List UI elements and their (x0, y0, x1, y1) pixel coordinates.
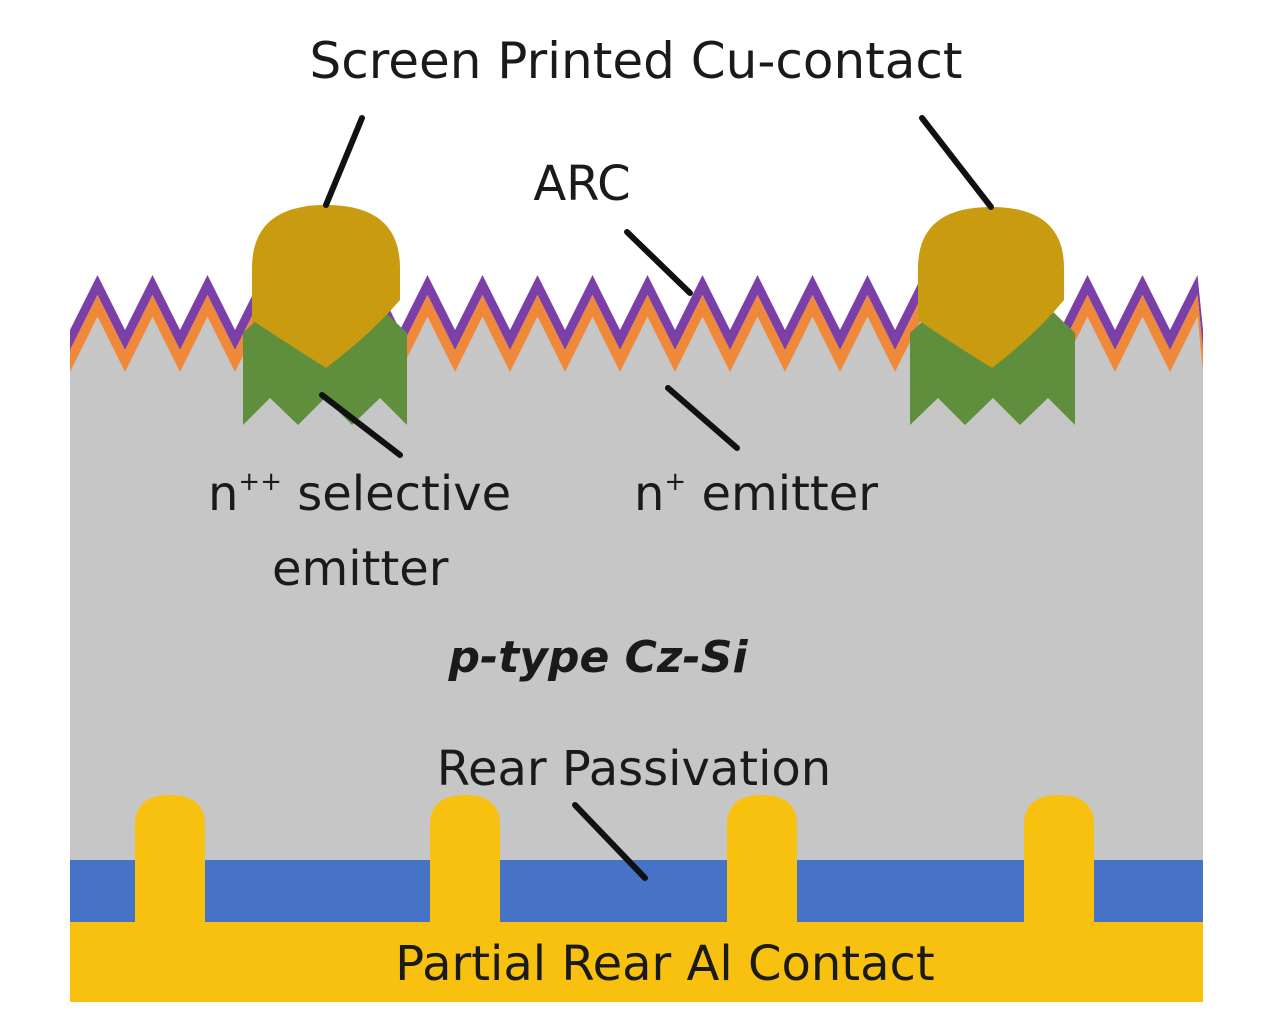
al-contact-finger-3 (727, 795, 797, 930)
cu-contact-right (918, 207, 1064, 368)
leader-line-arc (624, 229, 693, 296)
label-p-type-cz-si: p-type Cz-Si (447, 632, 748, 683)
leader-line-emitter (665, 385, 740, 451)
label-rear-passivation: Rear Passivation (437, 741, 831, 797)
rear-al-contact-base (70, 922, 1203, 1002)
label-partial-rear-al-contact: Partial Rear Al Contact (395, 936, 934, 992)
label-arc: ARC (533, 156, 630, 212)
al-contact-finger-2 (430, 795, 500, 930)
leader-line-rear-passivation (572, 802, 648, 881)
label-selective-emitter: n++ selective (208, 466, 511, 522)
leader-line-selective-emitter (319, 392, 403, 458)
cu-contact-left (252, 205, 400, 368)
leader-line-cu-right (919, 115, 994, 210)
label-selective-emitter-line2: emitter (272, 541, 449, 597)
al-contact-finger-4 (1024, 795, 1094, 930)
leader-line-cu-left (323, 115, 365, 208)
label-n-plus-emitter: n+ emitter (634, 466, 878, 522)
label-screen-printed-cu-contact: Screen Printed Cu-contact (310, 32, 963, 90)
al-contact-finger-1 (135, 795, 205, 930)
